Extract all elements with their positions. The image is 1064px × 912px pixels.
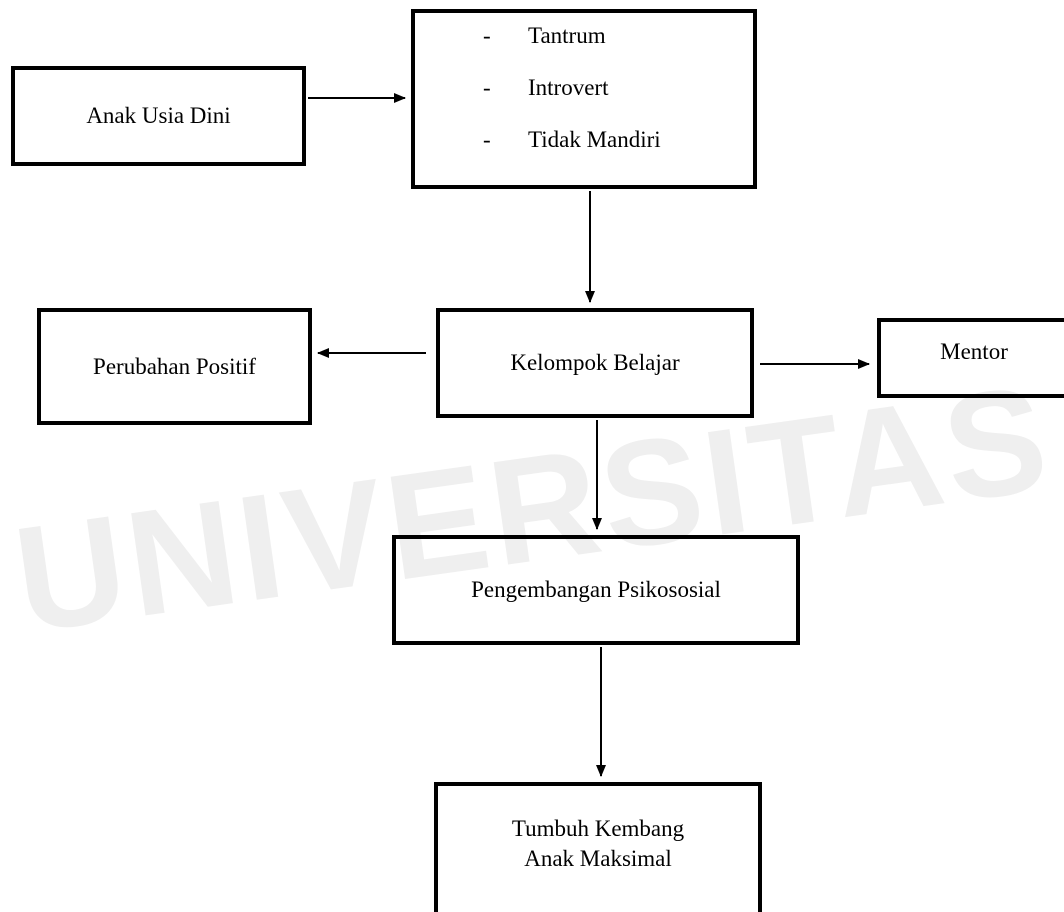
- node-tumbuh-kembang-line-1: Tumbuh Kembang: [511, 816, 685, 842]
- trait-bullet: -: [483, 127, 491, 152]
- node-kelompok-belajar-label: Kelompok Belajar: [510, 350, 680, 376]
- node-tumbuh-kembang: Tumbuh Kembang Anak Maksimal: [434, 782, 762, 912]
- node-pengembangan-psikososial: Pengembangan Psikososial: [392, 535, 800, 645]
- node-perubahan-positif: Perubahan Positif: [37, 308, 312, 425]
- node-pengembangan-psikososial-label: Pengembangan Psikososial: [471, 577, 721, 603]
- trait-bullet: -: [483, 75, 491, 100]
- node-tumbuh-kembang-label: Tumbuh Kembang Anak Maksimal: [512, 814, 684, 874]
- trait-list: - Tantrum - Introvert - Tidak Mandiri: [415, 21, 753, 177]
- trait-item: - Introvert: [483, 73, 753, 125]
- node-perubahan-positif-label: Perubahan Positif: [93, 353, 256, 379]
- node-tumbuh-kembang-line-2: Anak Maksimal: [524, 846, 672, 871]
- node-mentor: Mentor: [877, 318, 1064, 398]
- node-kelompok-belajar: Kelompok Belajar: [436, 308, 754, 418]
- trait-label: Tantrum: [528, 23, 606, 48]
- node-traits: - Tantrum - Introvert - Tidak Mandiri: [411, 9, 757, 189]
- trait-item: - Tidak Mandiri: [483, 125, 753, 177]
- node-anak-usia-dini-label: Anak Usia Dini: [86, 103, 231, 129]
- trait-label: Introvert: [528, 75, 609, 100]
- node-mentor-label: Mentor: [940, 339, 1008, 365]
- trait-label: Tidak Mandiri: [528, 127, 661, 152]
- trait-bullet: -: [483, 23, 491, 48]
- node-anak-usia-dini: Anak Usia Dini: [11, 66, 306, 166]
- trait-item: - Tantrum: [483, 21, 753, 73]
